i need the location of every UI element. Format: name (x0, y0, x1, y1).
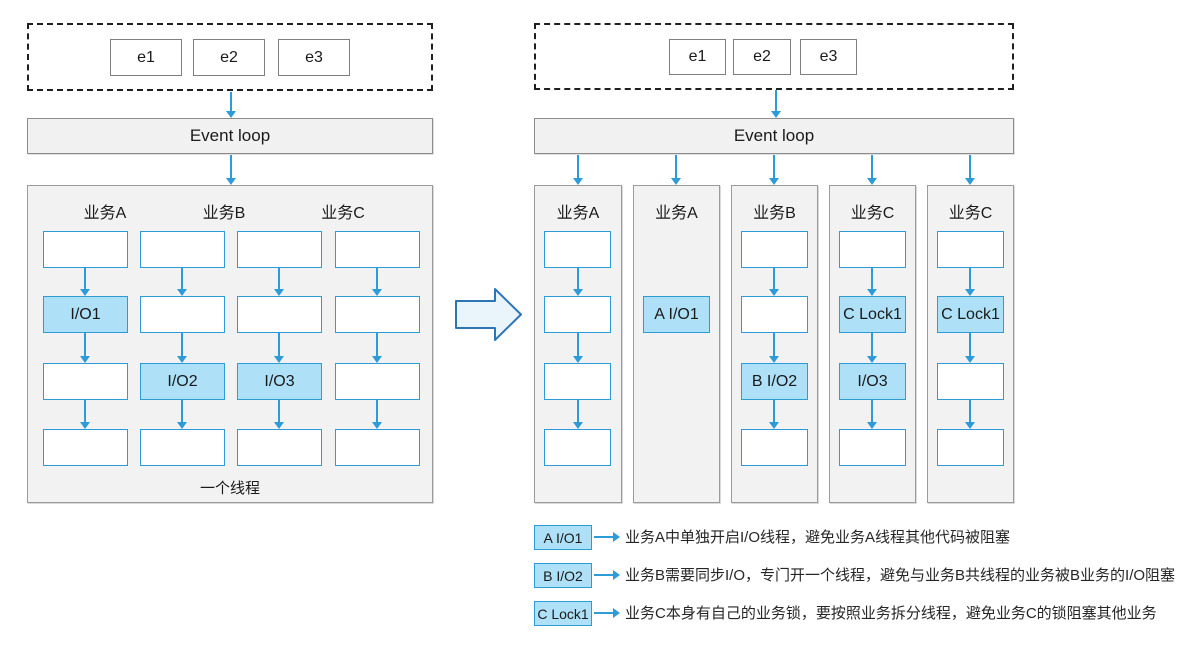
task-box (544, 429, 611, 466)
right-header-biz-c1: 业务C (850, 205, 895, 222)
down-arrow-icon (871, 333, 873, 356)
down-arrow-icon (230, 92, 232, 111)
down-arrow-icon (181, 268, 183, 289)
down-arrow-icon (871, 155, 873, 178)
right-header-biz-c2: 业务C (948, 205, 993, 222)
down-arrow-icon (969, 268, 971, 289)
down-arrow-icon (773, 155, 775, 178)
task-box-io3: I/O3 (237, 363, 322, 400)
down-arrow-icon (84, 268, 86, 289)
down-arrow-icon (871, 268, 873, 289)
task-box (140, 296, 225, 333)
down-arrow-icon (376, 333, 378, 356)
task-box (140, 231, 225, 268)
left-header-biz-c: 业务C (321, 205, 365, 222)
down-arrow-icon (181, 333, 183, 356)
down-arrow-icon (577, 400, 579, 422)
task-box (237, 296, 322, 333)
right-arrow-icon (594, 536, 613, 538)
left-event-loop-bar: Event loop (27, 118, 433, 154)
legend-text-c: 业务C本身有自己的业务锁，要按照业务拆分线程，避免业务C的锁阻塞其他业务 (625, 605, 1157, 622)
task-box (544, 363, 611, 400)
down-arrow-icon (773, 333, 775, 356)
task-box (237, 429, 322, 466)
down-arrow-icon (577, 268, 579, 289)
down-arrow-icon (775, 90, 777, 111)
down-arrow-icon (969, 400, 971, 422)
left-event-box-e2: e2 (193, 39, 265, 76)
task-box (937, 231, 1004, 268)
task-box-a-io1: A I/O1 (643, 296, 710, 333)
task-box (43, 429, 128, 466)
task-box (140, 429, 225, 466)
task-box (741, 429, 808, 466)
down-arrow-icon (278, 268, 280, 289)
down-arrow-icon (577, 333, 579, 356)
legend-badge-c-lock1: C Lock1 (534, 601, 592, 626)
right-header-biz-a2: 业务A (655, 205, 698, 222)
down-arrow-icon (278, 400, 280, 422)
down-arrow-icon (969, 155, 971, 178)
down-arrow-icon (181, 400, 183, 422)
left-event-box-e1: e1 (110, 39, 182, 76)
task-box (839, 231, 906, 268)
down-arrow-icon (278, 333, 280, 356)
task-box (43, 363, 128, 400)
task-box (43, 231, 128, 268)
legend-badge-b-io2: B I/O2 (534, 563, 592, 588)
right-event-box-e3: e3 (800, 39, 857, 75)
task-box-io2: I/O2 (140, 363, 225, 400)
task-box-c-lock1: C Lock1 (839, 296, 906, 333)
task-box (839, 429, 906, 466)
left-header-biz-b: 业务B (202, 205, 246, 222)
task-box-c-lock1: C Lock1 (937, 296, 1004, 333)
single-thread-label: 一个线程 (199, 480, 260, 497)
right-arrow-icon (594, 612, 613, 614)
down-arrow-icon (969, 333, 971, 356)
task-box (335, 231, 420, 268)
right-event-box-e1: e1 (669, 39, 726, 75)
task-box-io1: I/O1 (43, 296, 128, 333)
task-box (937, 429, 1004, 466)
right-arrow-icon (594, 574, 613, 576)
task-box (741, 296, 808, 333)
task-box-b-io2: B I/O2 (741, 363, 808, 400)
down-arrow-icon (376, 400, 378, 422)
legend-text-b: 业务B需要同步I/O，专门开一个线程，避免与业务B共线程的业务被B业务的I/O阻… (625, 567, 1176, 584)
right-event-loop-bar: Event loop (534, 118, 1014, 154)
right-header-biz-b: 业务B (753, 205, 796, 222)
right-thread-panel-2 (633, 185, 720, 503)
task-box (335, 296, 420, 333)
down-arrow-icon (871, 400, 873, 422)
task-box (544, 231, 611, 268)
right-event-box-e2: e2 (733, 39, 791, 75)
transform-arrow-icon (455, 288, 522, 341)
down-arrow-icon (675, 155, 677, 178)
down-arrow-icon (376, 268, 378, 289)
down-arrow-icon (577, 155, 579, 178)
down-arrow-icon (773, 400, 775, 422)
legend-text-a: 业务A中单独开启I/O线程，避免业务A线程其他代码被阻塞 (625, 529, 1011, 546)
left-event-box-e3: e3 (278, 39, 350, 76)
down-arrow-icon (84, 400, 86, 422)
left-header-biz-a: 业务A (83, 205, 127, 222)
task-box (741, 231, 808, 268)
legend-badge-a-io1: A I/O1 (534, 525, 592, 550)
task-box (335, 429, 420, 466)
task-box (237, 231, 322, 268)
down-arrow-icon (84, 333, 86, 356)
right-header-biz-a1: 业务A (556, 205, 600, 222)
task-box (544, 296, 611, 333)
down-arrow-icon (773, 268, 775, 289)
task-box (335, 363, 420, 400)
down-arrow-icon (230, 155, 232, 178)
task-box (937, 363, 1004, 400)
task-box-io3: I/O3 (839, 363, 906, 400)
